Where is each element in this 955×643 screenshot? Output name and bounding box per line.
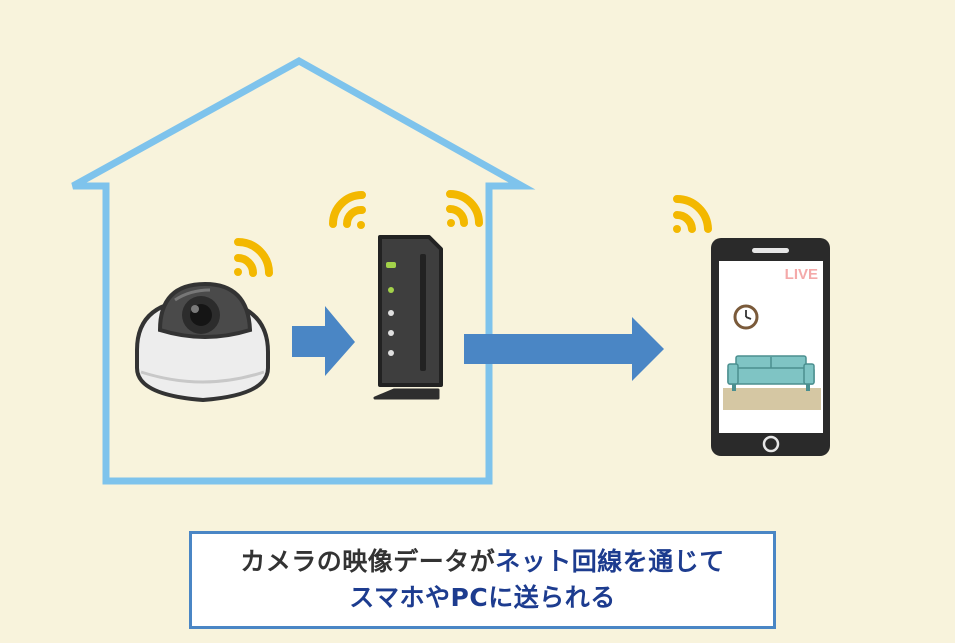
caption-line-2: スマホやPCに送られる	[349, 583, 616, 612]
live-badge: LIVE	[785, 266, 818, 283]
phone-wifi-signal-icon	[673, 195, 712, 233]
arrow-right-icon	[292, 306, 355, 376]
clock-icon	[733, 304, 759, 330]
house-outline	[71, 56, 536, 485]
arrow-right-long-icon	[464, 317, 664, 381]
floor	[723, 388, 821, 410]
caption-box: カメラの映像データがネット回線を通じて スマホやPCに送られる	[189, 531, 776, 629]
caption-line-1: カメラの映像データがネット回線を通じて	[240, 544, 725, 580]
caption-line-1-part-1: カメラの映像データが	[240, 547, 496, 576]
dome-camera-icon	[135, 281, 270, 403]
sofa-icon	[727, 355, 815, 391]
caption-line-1-highlight: ネット回線を通じて	[495, 547, 725, 576]
smartphone-icon: LIVE	[711, 238, 830, 456]
wifi-router-icon	[373, 235, 443, 400]
camera-wifi-signal-icon	[234, 238, 273, 277]
router-wifi-signal-left-icon	[329, 191, 366, 229]
router-wifi-signal-right-icon	[446, 190, 483, 227]
